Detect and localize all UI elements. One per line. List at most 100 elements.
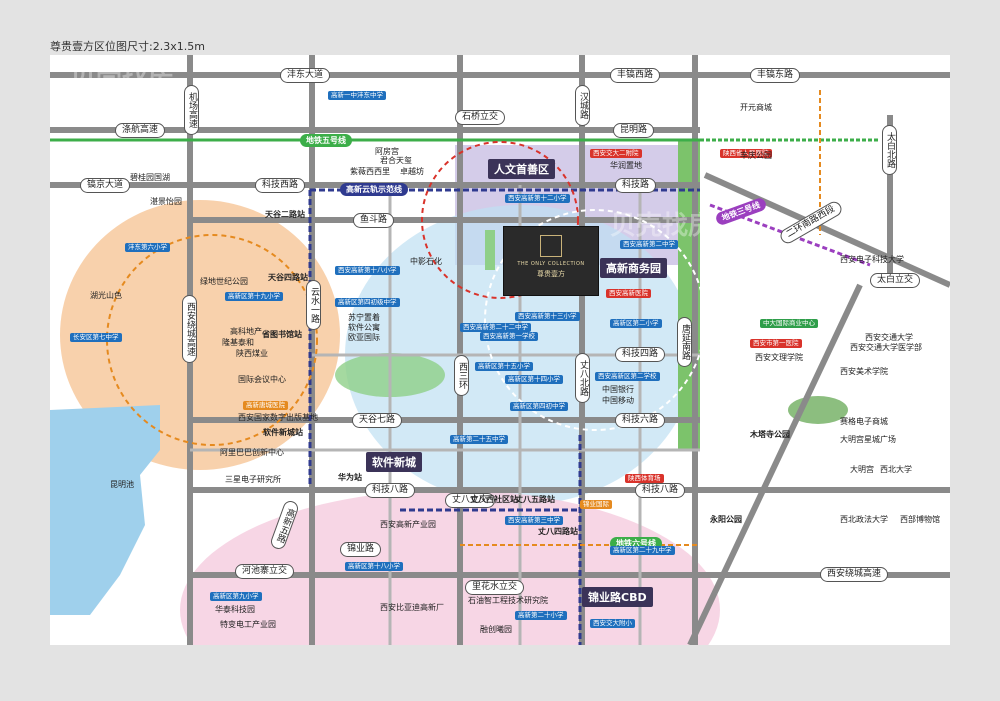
project-marker[interactable]: THE ONLY COLLECTION 尊贵壹方 <box>503 226 599 296</box>
place-label: 西安美术学院 <box>840 367 888 376</box>
road-label-raocheng: 西安绕城高速 <box>182 295 197 363</box>
school-tag: 西安交大附小 <box>590 619 635 628</box>
zone-label-renwen: 人文首善区 <box>488 159 555 179</box>
place-label: 西安高新产业园 <box>380 520 436 529</box>
place-label: 欧亚国际 <box>348 333 380 342</box>
place-label: 融创曦园 <box>480 625 512 634</box>
project-name-cn: 尊贵壹方 <box>537 270 565 278</box>
road-label-keji8b: 科技八路 <box>635 483 686 498</box>
road-label-yudou: 鱼斗路 <box>353 213 395 228</box>
place-label: 阿里巴巴创新中心 <box>220 448 284 457</box>
place-label: 苏宁置着 <box>348 313 380 322</box>
place-label: 西北大学 <box>880 465 912 474</box>
school-tag: 高新区第二小学 <box>610 319 662 328</box>
school-tag: 高新区第十四小学 <box>505 375 563 384</box>
metro-yungui-label: 高新云轨示范线 <box>340 183 408 196</box>
place-label: 西部博物馆 <box>900 515 940 524</box>
place-label: 软件公寓 <box>348 323 380 332</box>
school-tag: 西安高新第十八小学 <box>335 266 400 275</box>
hospital-tag: 陕西体育场 <box>625 474 664 483</box>
place-label: 绿地世纪公园 <box>200 277 248 286</box>
place-label: 陕西煤业 <box>236 349 268 358</box>
school-tag: 高新区第四初级中学 <box>335 298 400 307</box>
school-tag: 高新区第九小学 <box>210 592 262 601</box>
place-label: 特变电工产业园 <box>220 620 276 629</box>
road-label-tiangu7: 天谷七路 <box>352 413 403 428</box>
watermark-text: 贝壳找房 <box>610 211 715 241</box>
school-tag: 西安高新第十三小学 <box>515 312 580 321</box>
zone-label-ruanjian: 软件新城 <box>366 452 422 472</box>
school-tag: 西安高新第二中学 <box>620 240 678 249</box>
map-caption: 尊贵壹方区位图尺寸:2.3x1.5m <box>50 40 205 53</box>
road-label-keji-w: 科技西路 <box>255 178 306 193</box>
road-label-lihuashui: 里花水立交 <box>465 580 525 595</box>
school-tag: 长安区第七中学 <box>70 333 122 342</box>
road-label-zhangba-n: 丈八北路 <box>575 353 590 403</box>
school-tag: 西安高新区第二学校 <box>595 372 660 381</box>
commerce-tag: 锦业国际 <box>580 500 612 509</box>
commerce-tag: 中大国际商业中心 <box>760 319 818 328</box>
metro-line5-label: 地铁五号线 <box>300 134 352 147</box>
station-shengtushu: 省图书馆站 <box>262 330 302 339</box>
place-label: 高科地产 <box>230 327 262 336</box>
watermark-text: 贝壳找房 <box>70 61 175 91</box>
place-label: 昆明池 <box>110 480 134 489</box>
road-label-tangyan: 唐延南路 <box>677 317 692 367</box>
kunming-lake <box>50 405 160 615</box>
place-label: 大明宫星城广场 <box>840 435 896 444</box>
school-tag: 高新区第十五小学 <box>475 362 533 371</box>
school-tag: 高新区第十九小学 <box>225 292 283 301</box>
station-tiangu2: 天谷二路站 <box>265 210 305 219</box>
road-label-kunming: 昆明路 <box>613 123 655 138</box>
road-label-fenghao-e: 丰镐东路 <box>750 68 801 83</box>
place-label: 君合天玺 <box>380 156 412 165</box>
location-map: 贝壳找房 贝壳找房 贝壳找房 THE ONLY COLLECTION 尊贵壹方 … <box>50 55 950 645</box>
road-label-xisanhuan: 西三环 <box>454 355 469 396</box>
place-label: 碧桂园国湖 <box>130 173 170 182</box>
map-background <box>50 55 950 645</box>
place-label: 三星电子研究所 <box>225 475 281 484</box>
road-label-jichang: 机场高速 <box>184 85 199 135</box>
place-label: 开元商城 <box>740 103 772 112</box>
place-label: 紫薇西西里 <box>350 167 390 176</box>
school-tag: 沣东第六小学 <box>125 243 170 252</box>
station-zhangba5: 丈八五路站 <box>515 495 555 504</box>
place-label: 阿房宫 <box>375 147 399 156</box>
road-label-hechi: 河池寨立交 <box>235 564 295 579</box>
project-name-en: THE ONLY COLLECTION <box>517 261 585 267</box>
place-label: 西安交通大学医学部 <box>850 343 922 352</box>
station-zhangba4: 丈八四路站 <box>538 527 578 536</box>
road-label-hancheng: 汉城路 <box>575 85 590 126</box>
place-label: 西北政法大学 <box>840 515 888 524</box>
road-label-keji6: 科技六路 <box>615 413 666 428</box>
school-tag: 西安高新第一学校 <box>480 332 538 341</box>
school-tag: 西安高新第二十二中学 <box>460 323 531 332</box>
place-label: 中国移动 <box>602 396 634 405</box>
school-tag: 高新区第二十九中学 <box>610 546 675 555</box>
road-label-shiqiao: 石桥立交 <box>455 110 506 125</box>
place-label: 木塔寺公园 <box>750 430 790 439</box>
project-logo-icon <box>540 235 562 257</box>
place-label: 隆基泰和 <box>222 338 254 347</box>
station-zhangba-x: 丈八西社区站 <box>470 495 518 504</box>
road-label-keji: 科技路 <box>615 178 657 193</box>
place-label: 西安文理学院 <box>755 353 803 362</box>
zone-label-cbd: 锦业路CBD <box>582 587 653 607</box>
school-tag: 高新区第十八小学 <box>345 562 403 571</box>
place-label: 湛景怡园 <box>150 197 182 206</box>
road-label-taibai-s: 太白立交 <box>870 273 921 288</box>
place-label: 西安交通大学 <box>865 333 913 342</box>
place-label: 赛格电子商城 <box>840 417 888 426</box>
road-label-fengdong: 沣东大道 <box>280 68 331 83</box>
road-label-zhangba: 丈八立交 <box>445 493 496 508</box>
place-label: 西安国家数字出版基地 <box>238 413 318 422</box>
school-tag: 西安高新第十二小学 <box>505 194 570 203</box>
station-tiangu4: 天谷四路站 <box>268 273 308 282</box>
place-label: 华泰科技园 <box>215 605 255 614</box>
station-huawei: 华为站 <box>338 473 362 482</box>
place-label: 国际会议中心 <box>238 375 286 384</box>
school-tag: 高新区第四初中学 <box>510 402 568 411</box>
place-label: 湖光山色 <box>90 291 122 300</box>
road-label-jinye: 锦业路 <box>340 542 382 557</box>
place-label: 大明宫 <box>850 465 874 474</box>
